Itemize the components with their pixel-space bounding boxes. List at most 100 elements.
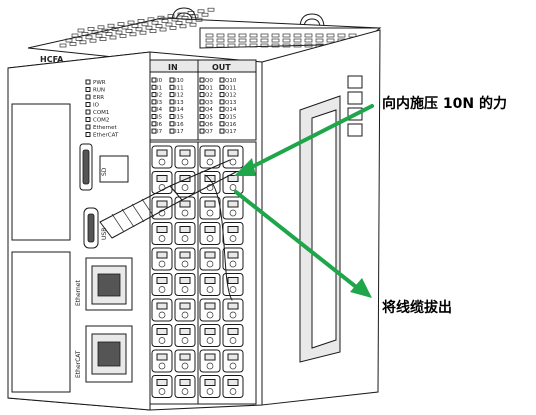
terminal-lever [227,328,239,335]
terminal-hole [158,388,166,395]
vent-slot [177,12,185,17]
terminal-lever [227,251,239,259]
vent-slot [293,38,302,43]
vent-slot [97,25,105,30]
vent-slot [151,20,159,25]
vent-slot [207,7,215,12]
vent-slot [315,38,324,43]
terminal-hole [158,362,166,370]
vent-slot [249,43,258,48]
vent-slot [227,43,236,48]
terminal-lever [179,353,191,361]
vent-slot [77,28,85,33]
usb-port: USB [83,207,108,249]
io-label: I4 [157,107,163,113]
terminal-lever [156,328,168,335]
vent-slot [91,30,99,35]
io-label: I15 [175,115,184,121]
vent-slot [105,32,113,36]
io-label: I16 [175,122,184,128]
io-led [151,92,157,98]
vent-slot [185,19,193,24]
vent-slot [238,38,247,43]
terminal-block [149,141,257,405]
io-label: I0 [157,78,163,84]
vent-slot [197,9,205,14]
vent-slot [137,19,145,23]
ethercat-port: EtherCAT [75,325,133,383]
vent-slot [141,22,149,27]
vent-slot [249,38,258,43]
terminal-hole [206,311,214,319]
right-side-body [261,29,381,406]
vent-slot [71,33,79,38]
vent-slot [87,27,95,31]
terminal-lever [179,379,191,386]
io-led [169,77,175,83]
io-label: Q4 [205,107,213,113]
vent-slot [135,27,143,32]
terminal-lever [156,200,168,208]
terminal-hole [206,158,214,166]
terminal-lever [227,302,239,310]
vent-slot [315,33,324,38]
terminal-lever [179,200,191,208]
vent-slot [181,16,189,20]
vent-slot [149,29,157,33]
vent-slot [79,40,87,45]
terminal-hole [158,286,166,293]
io-label: Q1 [205,85,213,91]
vent-slot [89,38,97,43]
vent-slot [121,25,129,30]
terminal-lever [204,277,216,284]
terminal-hole [181,337,189,344]
arrow-pull [234,190,372,298]
vent-slot [227,33,236,38]
vent-slot [205,38,214,43]
io-label: I7 [157,129,163,135]
vent-slot [171,17,179,22]
in-header: IN [168,63,178,72]
brand-logo: HCFA [40,55,64,64]
terminal-hole [181,311,189,319]
terminal-hole [181,184,189,191]
ethernet-label: Ethernet [75,280,82,306]
io-label: Q15 [225,115,237,121]
vent-slot [85,35,93,40]
vent-slot [216,33,225,38]
io-label: I17 [175,129,184,135]
io-label: Q11 [225,85,236,91]
vent-slot [145,25,153,30]
led-indicator [85,102,91,107]
terminal-lever [179,277,191,284]
terminal-lever [204,175,216,182]
vent-slot [107,23,115,28]
io-led [151,114,157,119]
vent-slot [282,43,291,48]
terminal-lever [179,328,191,335]
vent-slot [205,43,214,48]
io-label: Q2 [205,93,213,99]
vent-slot [127,20,135,25]
vent-slot [179,24,187,29]
terminal-hole [181,286,189,293]
vent-slot [293,43,302,48]
io-led [151,106,157,112]
vent-slot [125,29,133,33]
led-label: COM2 [93,118,109,124]
io-led [199,121,205,127]
terminal-lever [156,302,168,310]
io-led [169,114,175,119]
io-led [219,121,225,127]
callout-pull-text: 将线缆拔出 [382,299,452,316]
terminal-hole [206,388,214,395]
vent-slot [109,35,117,40]
terminal-lever [156,175,168,182]
led-label: EtherCAT [93,133,119,139]
led-indicator [85,109,91,115]
io-label: Q3 [205,100,213,106]
led-label: ERR [93,95,104,101]
terminal-lever [204,149,216,157]
terminal-lever [227,353,239,361]
io-led [199,84,205,90]
